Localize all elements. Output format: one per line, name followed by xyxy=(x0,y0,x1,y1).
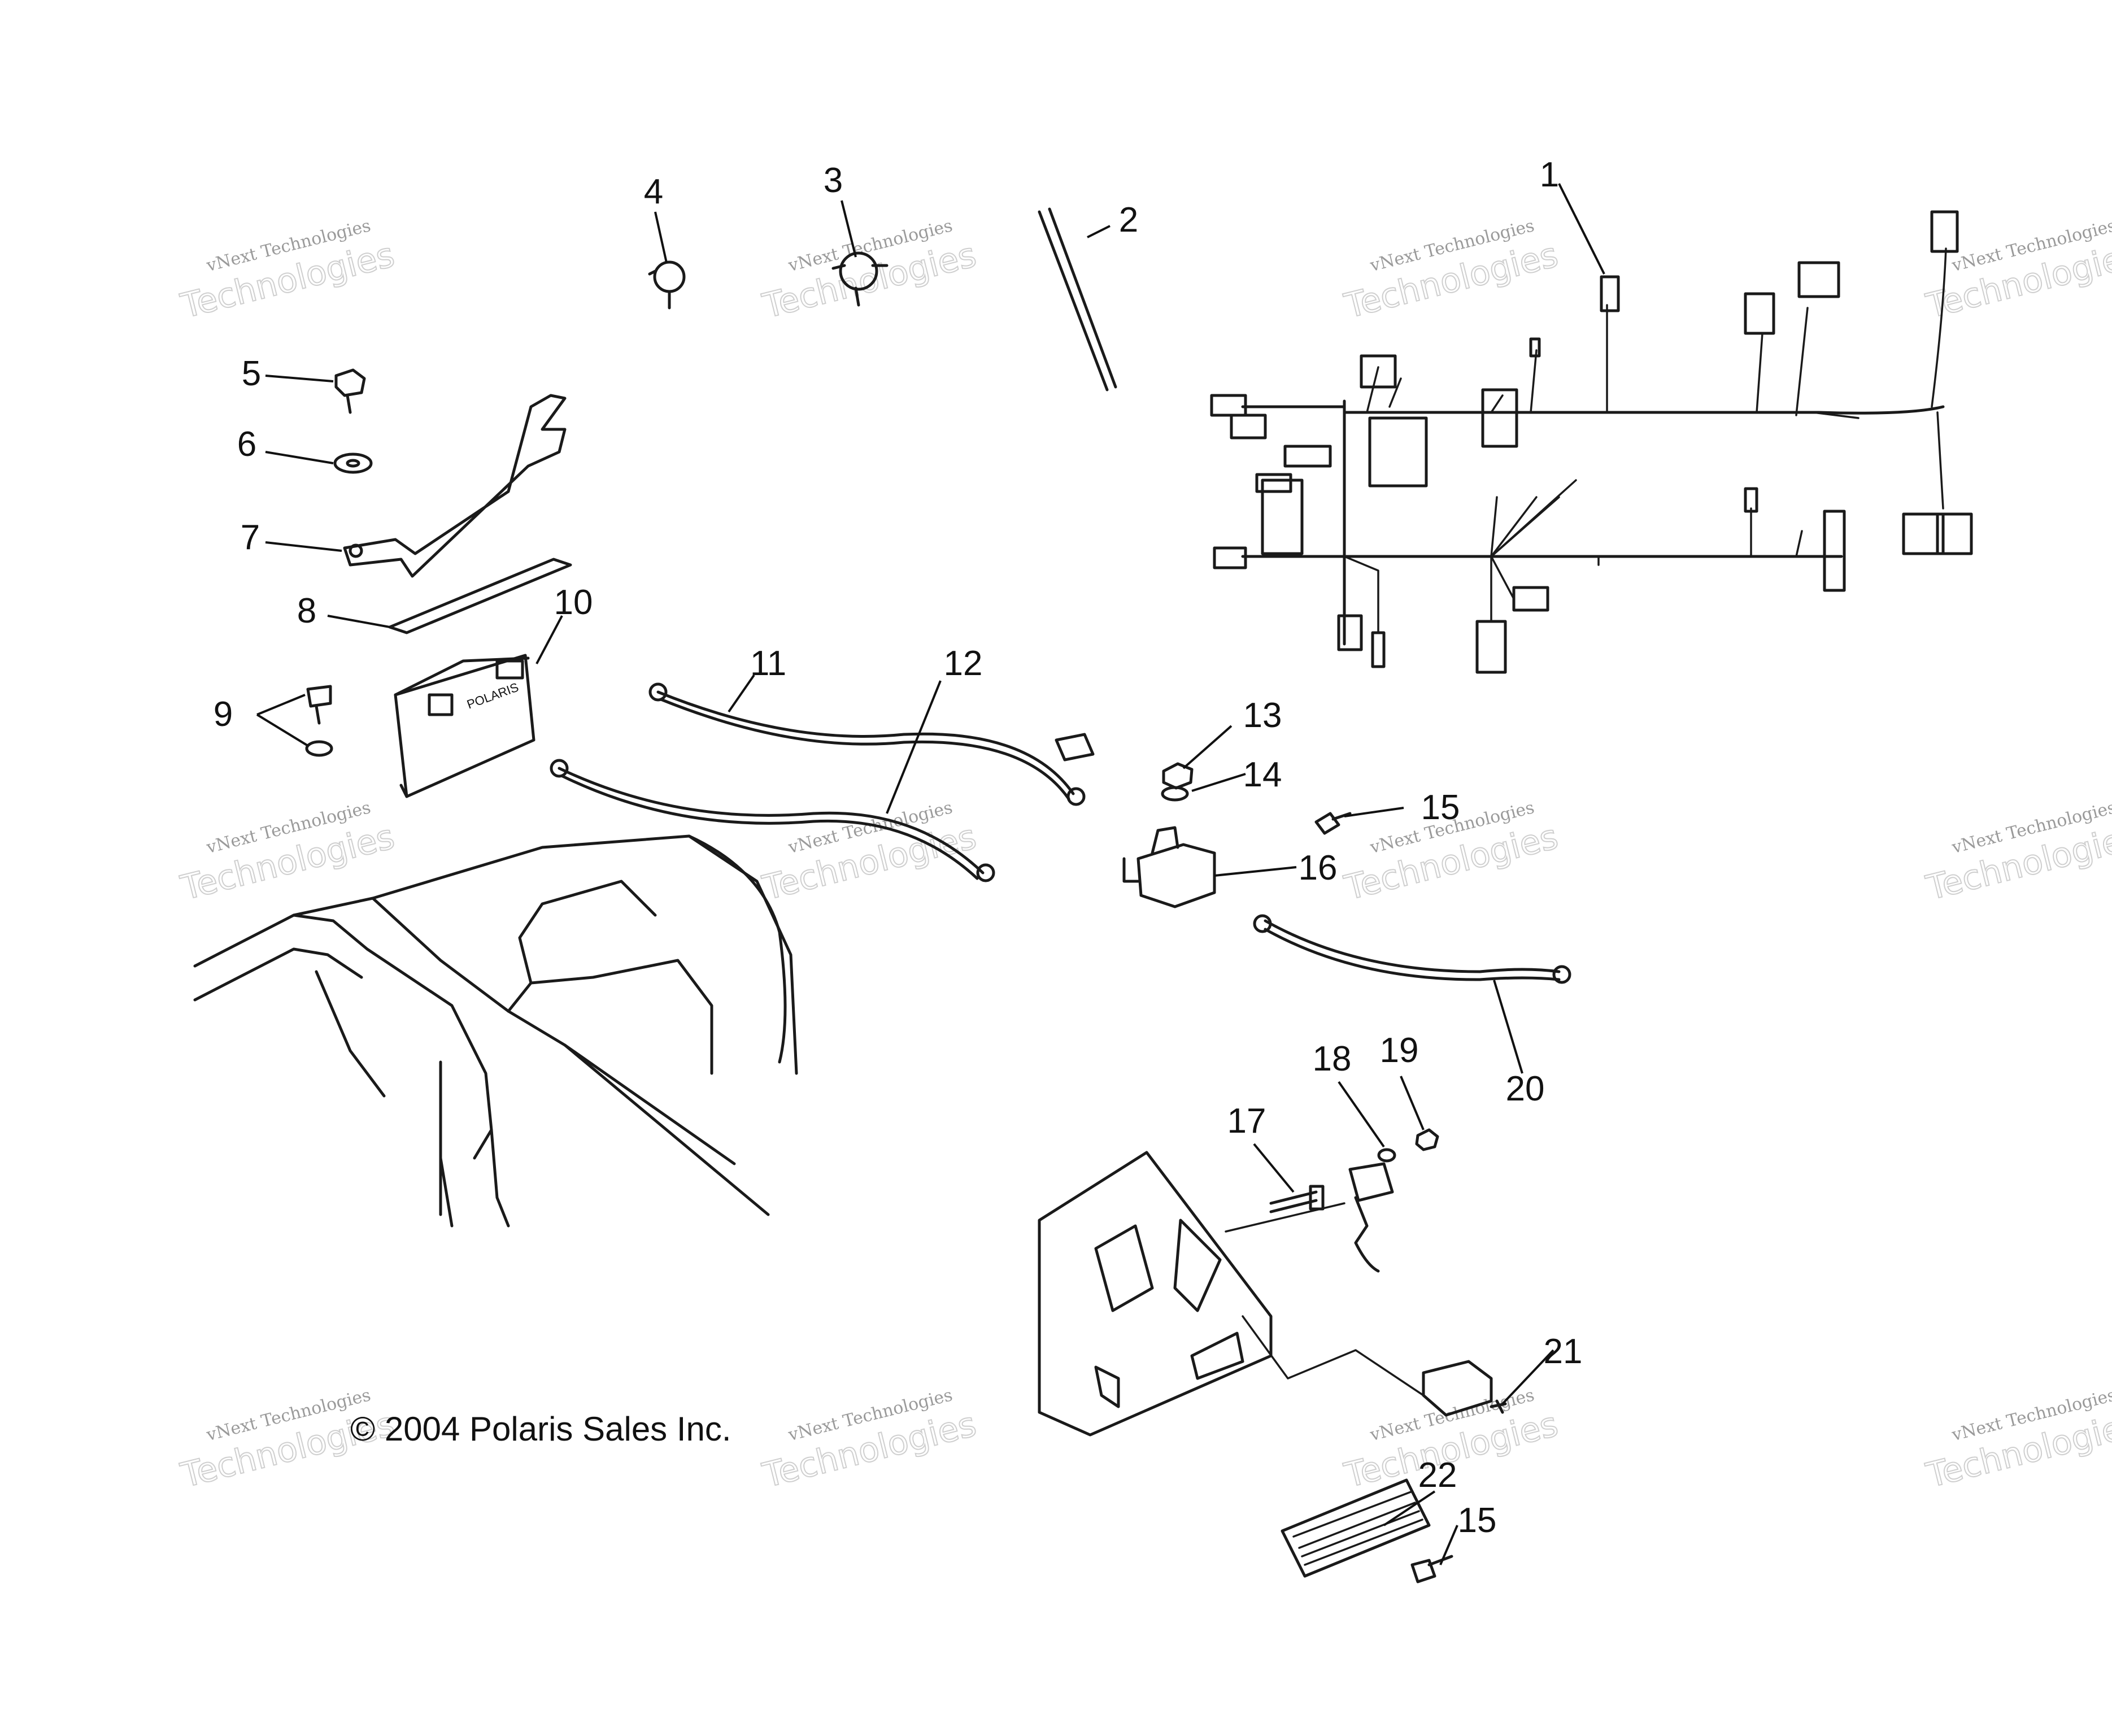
leader-lines xyxy=(256,183,1605,1565)
cable-part-11 xyxy=(648,682,1086,806)
pad-part-8 xyxy=(388,558,572,634)
battery-brand-label: POLARIS xyxy=(465,680,520,712)
battery-part-10: POLARIS xyxy=(394,654,535,798)
callout-18: 18 xyxy=(1313,1039,1352,1078)
callout-15: 15 xyxy=(1421,788,1460,827)
callout-6: 6 xyxy=(237,425,256,464)
watermark-layer: vNext Technologies Technologies vNext Te… xyxy=(176,216,2112,1496)
callout-15-lower: 15 xyxy=(1458,1501,1497,1540)
clip-part-4 xyxy=(648,260,686,310)
callout-16: 16 xyxy=(1299,849,1338,887)
grommet-part-18 xyxy=(1377,1148,1396,1163)
bracket-part-7 xyxy=(343,394,567,578)
bolt-part-17 xyxy=(1269,1185,1325,1213)
callout-7: 7 xyxy=(241,518,260,557)
callout-14: 14 xyxy=(1243,755,1282,794)
callout-17: 17 xyxy=(1227,1102,1266,1141)
callout-2: 2 xyxy=(1119,201,1138,240)
solenoid-part-16 xyxy=(1122,826,1216,908)
copyright-text: © 2004 Polaris Sales Inc. xyxy=(350,1410,731,1448)
callout-8: 8 xyxy=(297,591,316,630)
nut-part-19 xyxy=(1415,1128,1439,1151)
ignition-switch xyxy=(1348,1162,1394,1273)
callout-11: 11 xyxy=(750,644,786,683)
washer-part-6 xyxy=(333,453,373,474)
callout-4: 4 xyxy=(644,172,663,211)
callout-10: 10 xyxy=(554,583,593,622)
callout-3: 3 xyxy=(824,161,843,200)
clip-part-3 xyxy=(831,251,889,307)
cable-part-20 xyxy=(1253,914,1571,984)
screw-part-15-upper xyxy=(1314,812,1352,835)
callout-labels: 1 2 3 4 5 6 7 8 9 10 11 12 13 14 15 16 1… xyxy=(214,155,1583,1540)
cable-boot xyxy=(1055,733,1095,762)
wiring-harness xyxy=(1210,210,1973,674)
washer-part-14 xyxy=(1161,786,1189,802)
callout-12: 12 xyxy=(944,644,983,683)
screw-part-9 xyxy=(305,685,333,757)
bolt-part-5 xyxy=(334,368,366,414)
callout-21: 21 xyxy=(1544,1332,1583,1371)
callout-22: 22 xyxy=(1418,1456,1457,1495)
module-part-21 xyxy=(1422,1360,1507,1417)
cable-part-12 xyxy=(550,759,995,882)
vehicle-frame xyxy=(193,834,798,1228)
callout-9: 9 xyxy=(214,695,233,734)
rod-part-2 xyxy=(1038,207,1117,391)
nut-part-13 xyxy=(1162,762,1194,790)
callout-1: 1 xyxy=(1540,155,1559,194)
callout-19: 19 xyxy=(1380,1031,1419,1070)
mounting-panel xyxy=(1038,1151,1425,1437)
callout-20: 20 xyxy=(1506,1069,1545,1108)
screw-part-15-lower xyxy=(1410,1555,1453,1583)
regulator-part-22 xyxy=(1281,1478,1431,1578)
callout-13: 13 xyxy=(1243,696,1282,735)
callout-5: 5 xyxy=(242,354,261,393)
